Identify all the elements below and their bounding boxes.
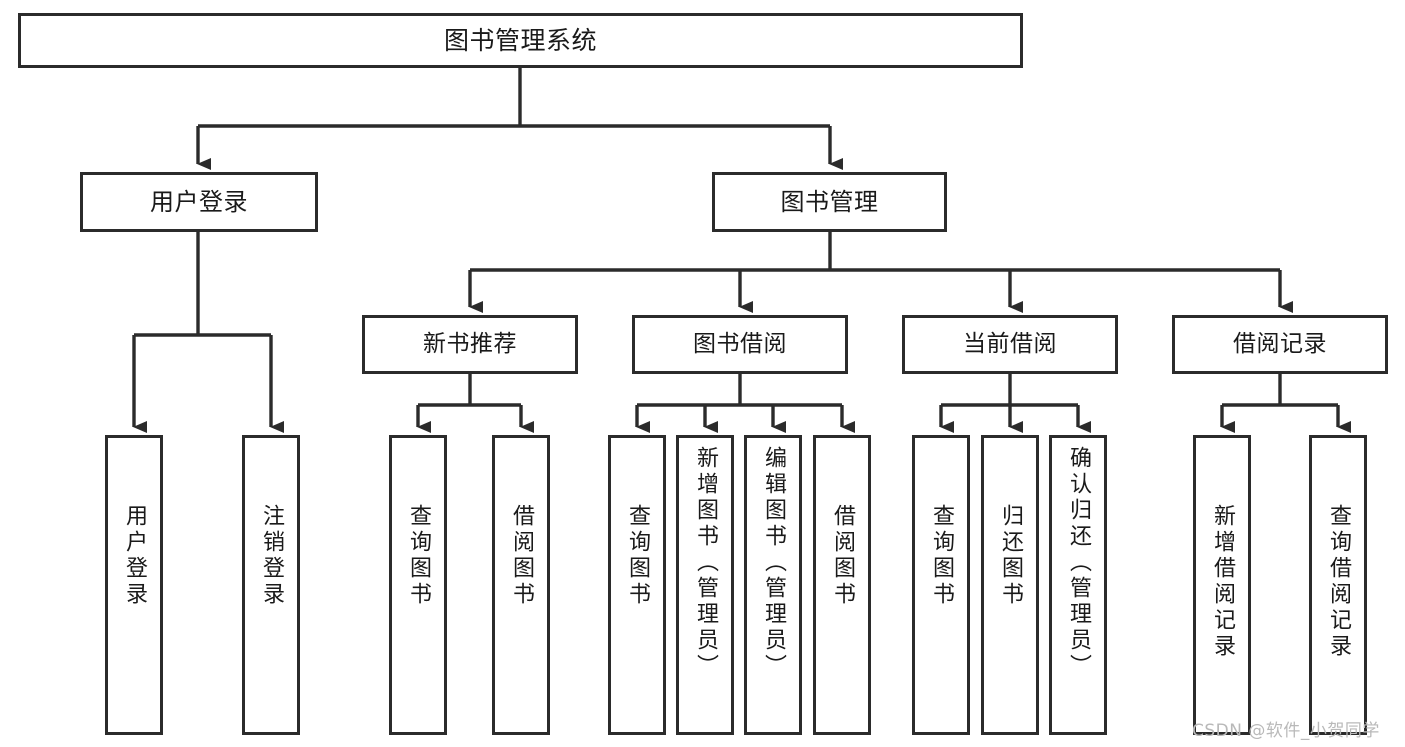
leaf-cur-query-label: 查询图书 xyxy=(929,504,954,608)
leaf-borrow-query-label: 查询图书 xyxy=(625,504,650,608)
leaf-rec-query-label: 查询图书 xyxy=(406,504,431,608)
leaf-borrow-edit-label: 编辑图书（管理员） xyxy=(761,446,786,680)
leaf-cur-query[interactable]: 查询图书 xyxy=(912,435,970,735)
leaf-user-logout-label: 注销登录 xyxy=(259,504,284,608)
node-borrow-record-label: 借阅记录 xyxy=(1233,330,1327,357)
node-current-borrow-label: 当前借阅 xyxy=(963,330,1057,357)
leaf-rec-borrow[interactable]: 借阅图书 xyxy=(492,435,550,735)
leaf-user-login-label: 用户登录 xyxy=(122,504,147,608)
leaf-cur-confirm[interactable]: 确认归还（管理员） xyxy=(1049,435,1107,735)
leaf-rec-query[interactable]: 查询图书 xyxy=(389,435,447,735)
leaf-rec-add-label: 新增借阅记录 xyxy=(1210,504,1235,660)
csdn-watermark: CSDN @软件_小贺同学 xyxy=(1192,721,1380,741)
node-user-login-label: 用户登录 xyxy=(150,187,248,216)
leaf-rec-search-label: 查询借阅记录 xyxy=(1326,504,1351,660)
node-borrow-record[interactable]: 借阅记录 xyxy=(1172,315,1388,374)
leaf-user-logout[interactable]: 注销登录 xyxy=(242,435,300,735)
node-user-login[interactable]: 用户登录 xyxy=(80,172,318,232)
leaf-borrow-do-label: 借阅图书 xyxy=(830,504,855,608)
node-root-label: 图书管理系统 xyxy=(443,25,597,55)
leaf-borrow-query[interactable]: 查询图书 xyxy=(608,435,666,735)
node-new-book-rec-label: 新书推荐 xyxy=(423,330,517,357)
leaf-borrow-add[interactable]: 新增图书（管理员） xyxy=(676,435,734,735)
node-book-admin[interactable]: 图书管理 xyxy=(712,172,947,232)
leaf-user-login[interactable]: 用户登录 xyxy=(105,435,163,735)
leaf-cur-return-label: 归还图书 xyxy=(998,504,1023,608)
node-book-borrow[interactable]: 图书借阅 xyxy=(632,315,848,374)
leaf-cur-return[interactable]: 归还图书 xyxy=(981,435,1039,735)
node-new-book-rec[interactable]: 新书推荐 xyxy=(362,315,578,374)
leaf-rec-add[interactable]: 新增借阅记录 xyxy=(1193,435,1251,735)
node-root[interactable]: 图书管理系统 xyxy=(18,13,1023,68)
leaf-cur-confirm-label: 确认归还（管理员） xyxy=(1066,446,1091,680)
leaf-borrow-edit[interactable]: 编辑图书（管理员） xyxy=(744,435,802,735)
node-current-borrow[interactable]: 当前借阅 xyxy=(902,315,1118,374)
leaf-borrow-do[interactable]: 借阅图书 xyxy=(813,435,871,735)
leaf-rec-search[interactable]: 查询借阅记录 xyxy=(1309,435,1367,735)
node-book-borrow-label: 图书借阅 xyxy=(693,330,787,357)
node-book-admin-label: 图书管理 xyxy=(780,187,879,216)
leaf-rec-borrow-label: 借阅图书 xyxy=(509,504,534,608)
leaf-borrow-add-label: 新增图书（管理员） xyxy=(693,446,718,680)
